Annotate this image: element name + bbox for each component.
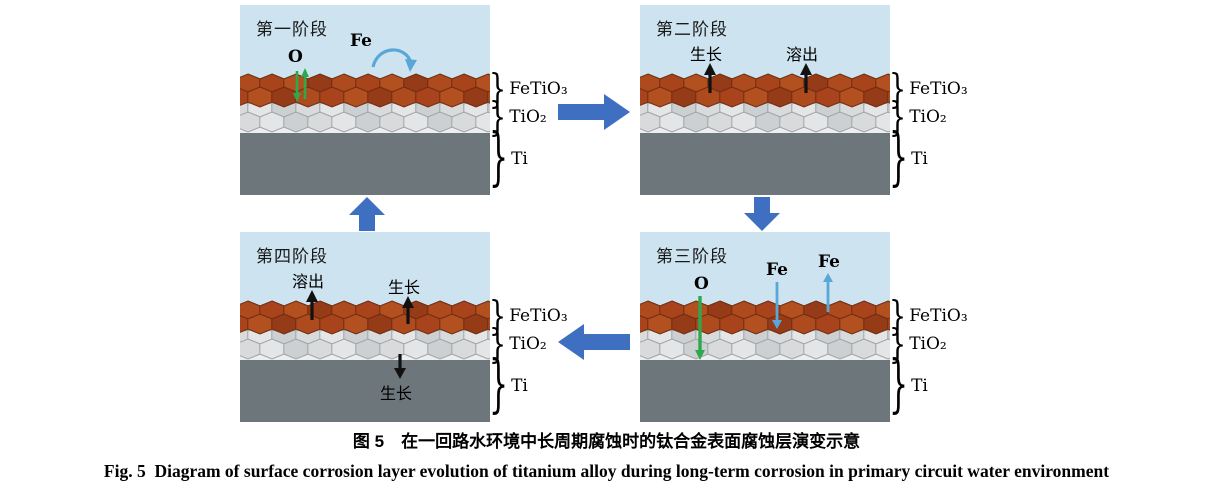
stage1-oxygen-label: O [288,47,303,67]
stage4-title: 第四阶段 [256,247,328,266]
layer-row-tio2: TiO₂ [889,97,947,137]
stage2-growth-label: 生长 [690,47,723,64]
brace-icon [489,355,508,418]
layer-row-ti: Ti [889,129,928,189]
stage2-title: 第二阶段 [656,20,728,39]
stage1-title: 第一阶段 [256,20,328,39]
stage2-layers-illustration [640,5,890,195]
ti-label: Ti [911,149,928,169]
brace-icon [889,355,908,418]
tio2-label: TiO₂ [509,107,547,127]
arrow-stage3-to-stage4-icon [558,324,630,360]
layer-row-fetio3: FeTiO₃ [889,69,968,109]
arrow-stage1-to-stage2-icon [558,94,630,130]
layer-row-fetio3: FeTiO₃ [889,296,968,336]
arrow-stage2-to-stage3-icon [744,197,780,231]
tio2-label: TiO₂ [509,334,547,354]
ti-label: Ti [911,376,928,396]
layer-row-tio2: TiO₂ [489,324,547,364]
arrow-stage4-to-stage1-icon [349,197,385,231]
panel-stage4: 第四阶段 溶出 生长 生长 FeTiO₃ TiO₂ Ti [240,232,570,422]
panel-stage3: 第三阶段 O Fe Fe FeTiO₃ TiO₂ Ti [640,232,970,422]
layer-row-tio2: TiO₂ [889,324,947,364]
stage3-iron-in-label: Fe [766,260,788,280]
layer-row-fetio3: FeTiO₃ [489,296,568,336]
stage3-oxygen-label: O [694,274,709,294]
tio2-label: TiO₂ [909,334,947,354]
layer-row-fetio3: FeTiO₃ [489,69,568,109]
figure-caption-chinese: 图 5 在一回路水环境中长周期腐蚀时的钛合金表面腐蚀层演变示意 [352,432,861,451]
fetio3-label: FeTiO₃ [909,306,968,326]
stage2-dissolution-label: 溶出 [786,47,819,64]
layer-row-ti: Ti [489,129,528,189]
fetio3-label: FeTiO₃ [509,79,568,99]
brace-icon [889,128,908,191]
stage3-layers-illustration [640,232,890,422]
panel-stage2: 第二阶段 生长 溶出 FeTiO₃ TiO₂ Ti [640,5,970,195]
ti-label: Ti [511,376,528,396]
panel-stage1: 第一阶段 O Fe FeTiO₃ TiO₂ Ti [240,5,570,195]
stage4-growth-down-label: 生长 [380,386,413,403]
stage3-title: 第三阶段 [656,247,728,266]
stage1-layers-illustration [240,5,490,195]
stage4-dissolution-label: 溶出 [292,274,325,291]
figure-caption-english: Fig. 5 Diagram of surface corrosion laye… [103,461,1110,481]
layer-row-ti: Ti [889,356,928,416]
tio2-label: TiO₂ [909,107,947,127]
layer-row-tio2: TiO₂ [489,97,547,137]
stage3-iron-out-label: Fe [818,252,840,272]
stage4-growth-up-label: 生长 [388,280,421,297]
layer-row-ti: Ti [489,356,528,416]
fetio3-label: FeTiO₃ [509,306,568,326]
fetio3-label: FeTiO₃ [909,79,968,99]
brace-icon [489,128,508,191]
stage4-layers-illustration [240,232,490,422]
ti-label: Ti [511,149,528,169]
stage1-iron-label: Fe [350,31,372,51]
